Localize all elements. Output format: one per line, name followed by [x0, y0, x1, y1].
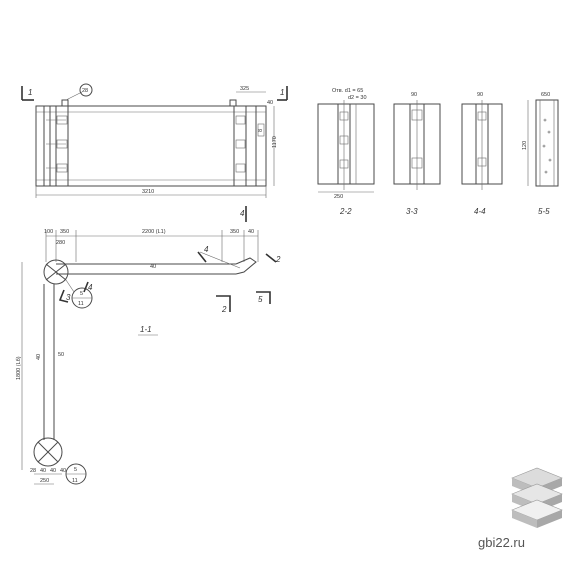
mark-2-right: 2 — [275, 255, 281, 264]
section-mark-4: 4 — [240, 209, 245, 218]
section-5-5-label: 5-5 — [538, 207, 550, 216]
section-3-3-label: 3-3 — [406, 207, 418, 216]
dim-right-top: 325 — [240, 86, 249, 92]
section-mark-right: 1 — [280, 88, 284, 97]
inner-dim-40: 40 — [150, 264, 156, 270]
sections-group: Отв. d1 = 65 d2 = 30 250 2-2 90 3-3 90 4… — [317, 88, 559, 216]
dim-4-4-top: 90 — [477, 92, 483, 98]
dim-top-6: 40 — [248, 229, 254, 235]
watermark-text[interactable]: gbi22.ru — [478, 535, 525, 550]
section-mark-left: 1 — [28, 88, 32, 97]
dim-bottom-5: 250 — [40, 478, 49, 484]
balloon-28-label: 28 — [82, 88, 88, 94]
balloon-bottom-lower: 11 — [72, 478, 78, 484]
watermark-logo-icon — [511, 467, 563, 528]
mark-3: 3 — [66, 293, 71, 302]
balloon-top-upper: 5 — [80, 291, 83, 297]
mark-4b: 4 — [204, 245, 209, 254]
balloon-top-lower: 11 — [78, 301, 84, 307]
dim-right-side: 1170 — [272, 136, 278, 148]
dim-5-5-side: 120 — [522, 141, 528, 150]
dim-right-small: 40 — [267, 100, 273, 106]
section-4-4-label: 4-4 — [474, 207, 486, 216]
dim-5-5-top: 650 — [541, 92, 550, 98]
dim-2-2-bottom: 250 — [334, 194, 343, 200]
note-holes: Отв. d1 = 65 — [332, 88, 363, 94]
dim-left: 1800 (Lб) — [16, 356, 22, 380]
dim-bottom-3: 40 — [50, 468, 56, 474]
dim-length: 3210 — [142, 189, 154, 195]
note-holes-2: d2 = 30 — [348, 95, 367, 101]
dim-top-4: 2200 (L1) — [142, 229, 166, 235]
knot-top — [43, 259, 69, 285]
dim-bottom-2: 40 — [40, 468, 46, 474]
balloon-28 — [79, 83, 93, 97]
knot-bottom — [33, 437, 63, 467]
dim-top-5: 350 — [230, 229, 239, 235]
dim-bottom-1: 28 — [30, 468, 36, 474]
dim-top-2: 350 — [60, 229, 69, 235]
dim-right-mid: 8 — [258, 129, 264, 132]
detail-1-1: 100 350 280 2200 (L1) 350 40 40 1800 (Lб… — [16, 229, 281, 485]
section-2-2-label: 2-2 — [339, 207, 352, 216]
dim-3-3-top: 90 — [411, 92, 417, 98]
dim-top-3: 280 — [56, 240, 65, 246]
inner-dim-40b: 40 — [36, 354, 42, 360]
dim-bottom-4: 40 — [60, 468, 66, 474]
plan-view: 1 1 28 3210 — [21, 83, 288, 222]
mark-5: 5 — [258, 295, 263, 304]
mark-2: 2 — [221, 305, 227, 314]
balloon-bottom-upper: 5 — [74, 467, 77, 473]
inner-dim-50: 50 — [58, 352, 64, 358]
detail-label: 1-1 — [140, 325, 152, 334]
dim-top-1: 100 — [44, 229, 53, 235]
mark-4: 4 — [88, 283, 93, 292]
